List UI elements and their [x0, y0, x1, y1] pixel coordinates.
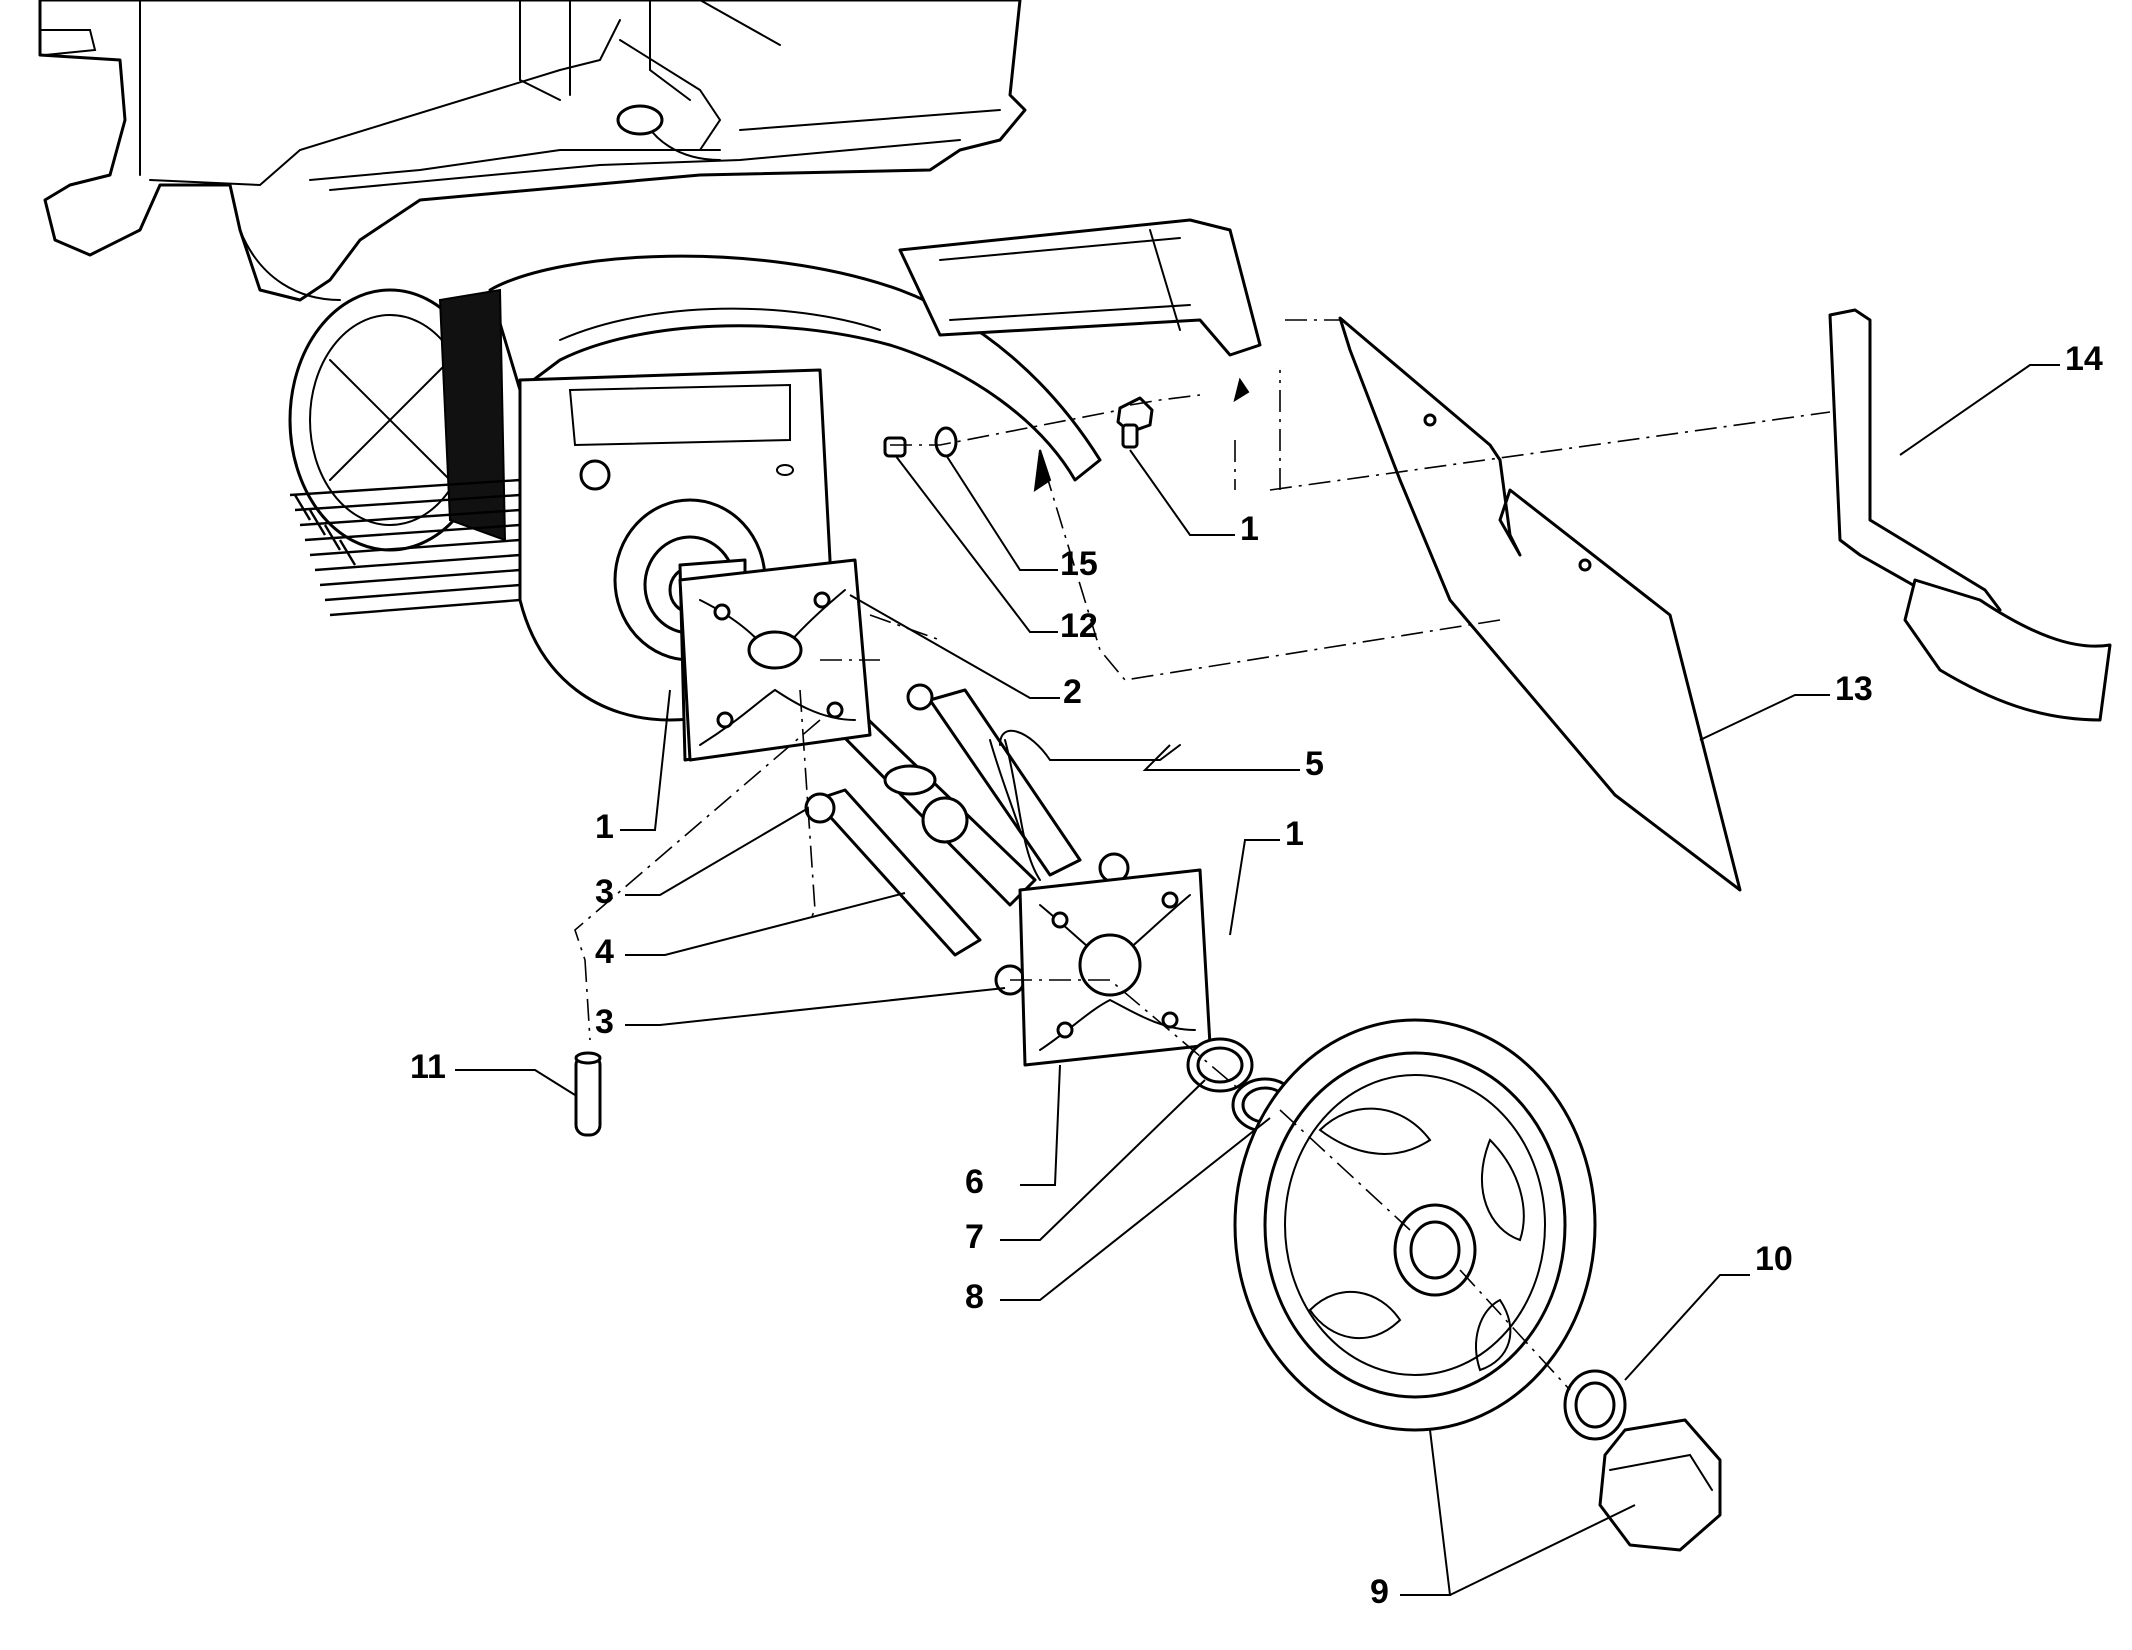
callout-7: 7 [965, 1218, 984, 1256]
depth-bar [1828, 308, 2112, 722]
mounting-plate-upper [678, 558, 872, 762]
callout-1b: 1 [595, 808, 614, 846]
callout-6: 6 [965, 1163, 984, 1201]
callout-5: 5 [1305, 745, 1324, 783]
callout-14: 14 [2065, 340, 2103, 378]
callout-1a: 1 [1240, 510, 1259, 548]
deflector-shield [1338, 316, 1742, 892]
wheel [1233, 1018, 1597, 1432]
callout-10: 10 [1755, 1240, 1793, 1278]
tine-bundle [289, 288, 521, 617]
hub-cap [1563, 1369, 1722, 1552]
callout-12: 12 [1060, 607, 1098, 645]
callout-2: 2 [1063, 673, 1082, 711]
mounting-plate-lower [1018, 868, 1212, 1067]
callout-9: 9 [1370, 1573, 1389, 1611]
alignment-lines [574, 319, 1831, 1391]
callout-labels: 1 15 12 2 5 1 3 4 3 1 11 6 7 8 10 9 13 1… [410, 340, 2103, 1611]
callout-4: 4 [595, 933, 614, 971]
callout-3b: 3 [595, 1003, 614, 1041]
pin [574, 1051, 602, 1137]
callout-11: 11 [410, 1048, 446, 1086]
tine-guard [488, 218, 1262, 482]
callout-15: 15 [1060, 545, 1098, 583]
leader-lines [455, 364, 2060, 1596]
callout-1c: 1 [1285, 815, 1304, 853]
guard-hardware [883, 377, 1250, 493]
callout-13: 13 [1835, 670, 1873, 708]
tiller-body [38, 0, 1027, 302]
callout-3a: 3 [595, 873, 614, 911]
callout-8: 8 [965, 1278, 984, 1316]
